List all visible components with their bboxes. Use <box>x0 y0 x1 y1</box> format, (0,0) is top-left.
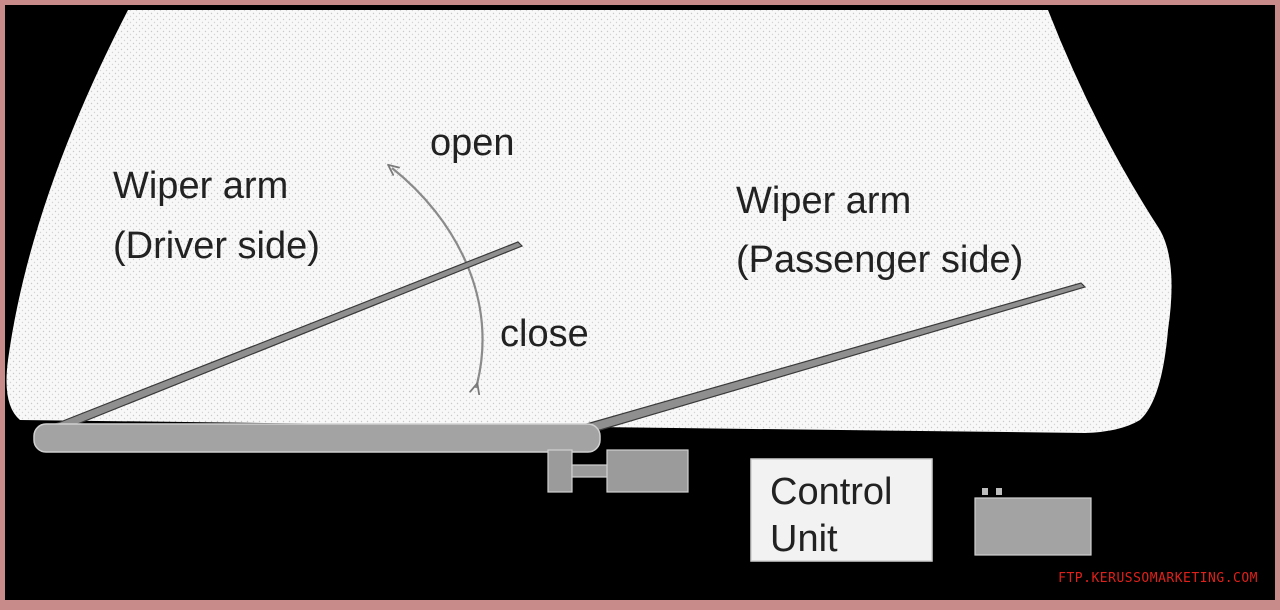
motor-shaft <box>571 464 609 478</box>
motor-bracket <box>547 449 573 493</box>
wiper-passenger-label-line1: Wiper arm <box>736 180 911 222</box>
control-unit-label-line2: Unit <box>770 518 838 560</box>
wiper-driver-label-line1: Wiper arm <box>113 165 288 207</box>
control-unit <box>750 458 933 562</box>
wiper-passenger-label-line2: (Passenger side) <box>736 239 1023 281</box>
battery-terminal-positive <box>996 488 1002 495</box>
watermark: FTP.KERUSSOMARKETING.COM <box>1058 571 1258 586</box>
battery <box>974 497 1092 556</box>
battery-terminal-negative <box>982 488 988 495</box>
wiper-driver-label-line2: (Driver side) <box>113 225 320 267</box>
wiper-motor <box>606 449 689 493</box>
open-label: open <box>430 122 515 164</box>
linkage-bar <box>33 423 601 453</box>
windshield <box>6 10 1172 433</box>
control-unit-label-line1: Control <box>770 471 893 513</box>
close-label: close <box>500 313 589 355</box>
